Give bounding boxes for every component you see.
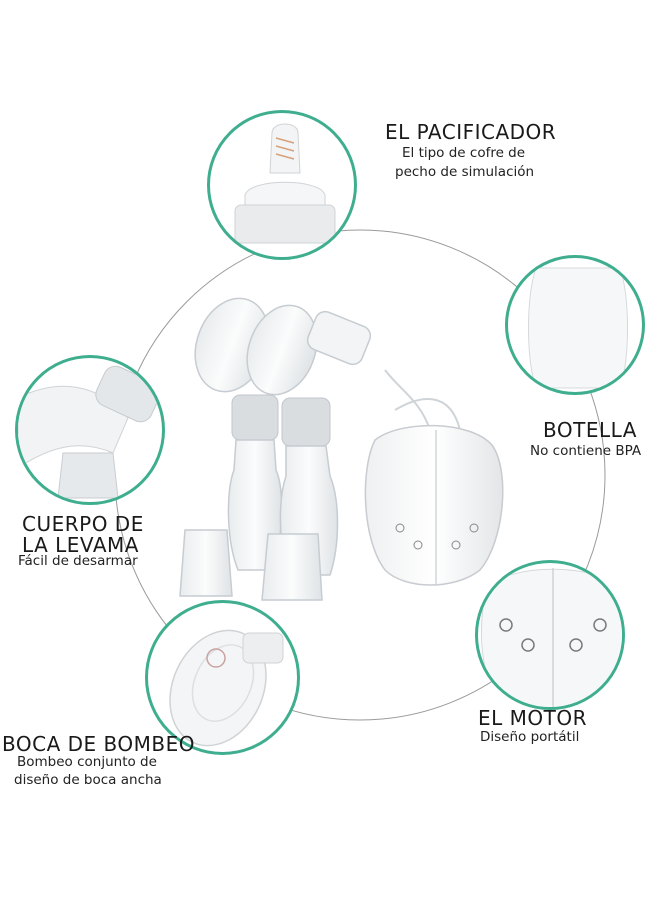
bottle-desc-line1: No contiene BPA — [530, 443, 642, 459]
bottle-detail-circle — [505, 255, 645, 395]
pacifier-image — [234, 123, 336, 244]
motor-title: EL MOTOR — [478, 706, 587, 730]
pacifier-desc-line1: El tipo de cofre de — [402, 145, 526, 161]
pump-mouth-title: BOCA DE BOMBEO — [2, 732, 195, 756]
cam-body-image — [18, 365, 161, 499]
cam-body-title-line1: CUERPO DE — [22, 512, 144, 536]
pump-mouth-desc-line1: Bombeo conjunto de — [17, 754, 157, 770]
cam-body-detail-circle — [15, 355, 165, 505]
pump-mouth-detail-circle — [145, 600, 300, 755]
pacifier-detail-circle — [207, 110, 357, 260]
pacifier-title: EL PACIFICADOR — [385, 120, 557, 144]
motor-image — [481, 568, 622, 707]
pump-mouth-image — [169, 629, 284, 747]
cam-body-desc-line1: Fácil de desarmar — [18, 553, 138, 569]
pacifier-desc-line2: pecho de simulación — [395, 164, 535, 180]
motor-detail-circle — [475, 560, 625, 710]
motor-desc-line1: Diseño portátil — [480, 729, 580, 745]
pump-mouth-desc-line2: diseño de boca ancha — [14, 772, 162, 788]
cam-body-title-line2: LA LEVAMA — [22, 533, 139, 557]
bottle-image — [528, 267, 628, 389]
bottle-title: BOTELLA — [543, 418, 637, 442]
